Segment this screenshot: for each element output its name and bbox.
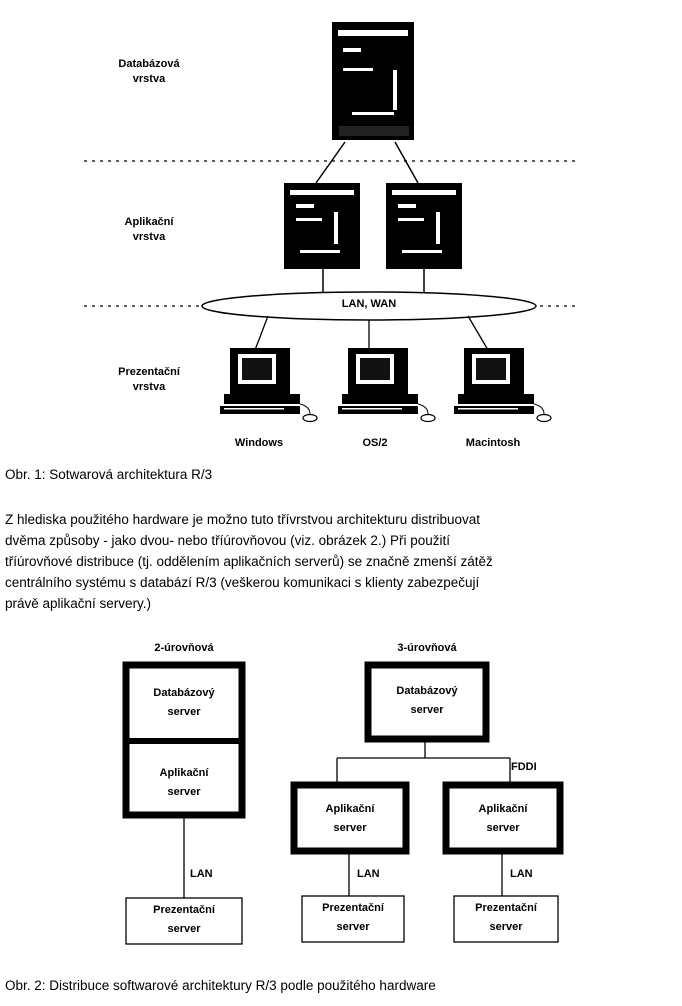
three-tier-db-label: Databázový server (372, 682, 482, 720)
three-tier-app-box-1 (290, 781, 410, 855)
two-tier-heading: 2-úrovňová (154, 642, 214, 654)
box-label-line: server (489, 921, 523, 933)
three-tier-presentation-label-1: Prezentační server (304, 899, 402, 937)
workstation-icon (338, 348, 436, 423)
two-tier-db-label: Databázový server (130, 684, 238, 722)
box-label-line: Databázový (153, 687, 215, 699)
workstation-icon (454, 348, 552, 423)
box-label-line: Prezentační (153, 904, 215, 916)
client-label-macintosh: Macintosh (465, 437, 521, 449)
database-server-icon (332, 22, 414, 140)
three-tier-app-box-2 (442, 781, 564, 855)
layer-label-line: Databázová (118, 58, 180, 70)
paragraph-line: dvěma způsoby - jako dvou- nebo tříúrovň… (5, 533, 450, 548)
box-label-line: Aplikační (159, 767, 209, 779)
three-tier-presentation-box-2 (453, 895, 559, 943)
box-label-line: server (333, 822, 367, 834)
paragraph-line: Z hlediska použitého hardware je možno t… (5, 512, 480, 527)
box-label-line: Prezentační (475, 902, 537, 914)
three-tier-app-label-2: Aplikační server (450, 800, 556, 838)
box-label-line: server (167, 706, 201, 718)
three-tier-presentation-box-1 (301, 895, 405, 943)
workstation-icon (220, 348, 318, 423)
layer-label-database: Databázová vrstva (104, 57, 194, 87)
client-label-os2: OS/2 (362, 437, 388, 449)
layer-label-application: Aplikační vrstva (104, 215, 194, 245)
layer-label-line: Prezentační (118, 366, 180, 378)
figure1-caption: Obr. 1: Sotwarová architektura R/3 (5, 467, 213, 482)
box-label-line: server (167, 923, 201, 935)
box-label-line: server (167, 786, 201, 798)
paragraph-line: centrálního systému s databází R/3 (vešk… (5, 575, 480, 590)
three-tier-presentation-label-2: Prezentační server (456, 899, 556, 937)
box-label-line: Prezentační (322, 902, 384, 914)
box-label-line: Aplikační (478, 803, 528, 815)
layer-label-presentation: Prezentační vrstva (104, 365, 194, 395)
two-tier-app-label: Aplikační server (130, 764, 238, 802)
layer-label-line: vrstva (132, 231, 166, 243)
layer-label-line: Aplikační (124, 216, 174, 228)
three-tier-lan-label-1: LAN (357, 868, 380, 880)
two-tier-lan-label: LAN (190, 868, 213, 880)
paragraph-line: právě aplikační servery.) (5, 596, 152, 611)
layer-label-line: vrstva (132, 73, 166, 85)
two-tier-presentation-label: Prezentační server (128, 901, 240, 939)
box-label-line: server (486, 822, 520, 834)
layer-label-line: vrstva (132, 381, 166, 393)
fddi-label: FDDI (511, 761, 537, 773)
three-tier-lan-label-2: LAN (510, 868, 533, 880)
network-label: LAN, WAN (341, 298, 397, 310)
application-server-icon (386, 183, 462, 269)
box-label-line: server (336, 921, 370, 933)
box-label-line: Aplikační (325, 803, 375, 815)
three-tier-heading: 3-úrovňová (397, 642, 457, 654)
application-server-icon (284, 183, 360, 269)
box-label-line: server (410, 704, 444, 716)
paragraph-line: tříúrovňové distribuce (tj. oddělením ap… (5, 554, 493, 569)
three-tier-db-box (364, 661, 490, 743)
three-tier-app-label-1: Aplikační server (298, 800, 402, 838)
box-label-line: Databázový (396, 685, 458, 697)
body-paragraph: Z hlediska použitého hardware je možno t… (5, 509, 677, 614)
two-tier-presentation-box (125, 897, 243, 945)
figure2-caption: Obr. 2: Distribuce softwarové architektu… (5, 978, 436, 993)
client-label-windows: Windows (234, 437, 284, 449)
